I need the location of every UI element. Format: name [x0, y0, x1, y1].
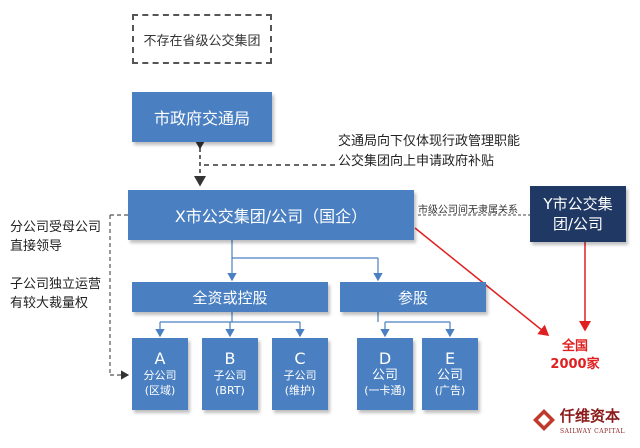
company-e-box: E 公司 (广告) [422, 338, 478, 410]
national-count-line-2: 2000家 [550, 357, 600, 372]
bureau-role-line-2: 公交集团向上申请政府补贴 [338, 154, 495, 169]
company-b-letter: B [224, 349, 236, 368]
full-ownership-label: 全资或控股 [192, 288, 268, 307]
x-group-label: X市公交集团/公司（国企） [174, 207, 368, 226]
national-count-line-1: 全国 [561, 339, 588, 354]
company-a-letter: A [154, 349, 166, 368]
subsidiary-note-line-2: 有较大裁量权 [10, 296, 89, 311]
company-c-letter: C [294, 349, 306, 368]
y-group-label-line-1: Y市公交集 [543, 195, 613, 213]
bureau-role-line-1: 交通局向下仅体现行政管理职能 [338, 134, 521, 149]
company-a-desc: (区域) [144, 384, 176, 397]
y-group-box: Y市公交集 团/公司 [530, 186, 626, 242]
company-d-letter: D [378, 349, 392, 368]
relation-note: 市级公司间无隶属关系 [418, 205, 518, 216]
full-ownership-box: 全资或控股 [132, 282, 328, 312]
logo-english-name: SAILWAY CAPITAL [560, 428, 625, 435]
equity-stake-label: 参股 [397, 288, 428, 307]
x-group-box: X市公交集团/公司（国企） [128, 190, 414, 240]
company-a-box: A 分公司 (区域) [132, 338, 188, 410]
sailway-capital-logo: 仟维资本 SAILWAY CAPITAL [532, 404, 636, 444]
transport-bureau-label: 市政府交通局 [153, 109, 250, 128]
company-e-letter: E [444, 349, 456, 368]
company-d-box: D 公司 (一卡通) [357, 338, 413, 410]
subsidiary-note-line-1: 子公司独立运营 [10, 277, 102, 292]
company-e-desc: (广告) [434, 384, 466, 397]
company-b-type: 子公司 [213, 369, 247, 382]
company-d-type: 公司 [371, 368, 398, 383]
company-b-desc: (BRT) [215, 384, 245, 397]
no-provincial-group-box: 不存在省级公交集团 [132, 14, 272, 64]
transport-bureau-box: 市政府交通局 [132, 92, 272, 142]
branch-note-line-1: 分公司受母公司 [10, 220, 102, 235]
branch-note-line-2: 直接领导 [10, 239, 63, 254]
x-to-national-arrow [414, 227, 550, 336]
company-b-box: B 子公司 (BRT) [202, 338, 258, 410]
company-e-type: 公司 [436, 368, 463, 383]
diamond-logo-icon [533, 409, 555, 431]
company-c-box: C 子公司 (维护) [272, 338, 328, 410]
branch-note: 分公司受母公司 直接领导 [10, 218, 101, 256]
no-provincial-group-label: 不存在省级公交集团 [143, 33, 261, 49]
subsidiary-note: 子公司独立运营 有较大裁量权 [10, 275, 101, 313]
logo-name: 仟维资本 [560, 407, 621, 425]
national-count-label: 全国 2000家 [540, 338, 610, 374]
company-a-type: 分公司 [143, 369, 177, 382]
bureau-role-note: 交通局向下仅体现行政管理职能 公交集团向上申请政府补贴 [338, 132, 520, 172]
company-c-desc: (维护) [284, 384, 316, 397]
y-group-label-line-2: 团/公司 [552, 215, 604, 233]
company-d-desc: (一卡通) [364, 384, 406, 397]
equity-stake-box: 参股 [340, 282, 486, 312]
company-c-type: 子公司 [283, 369, 317, 382]
